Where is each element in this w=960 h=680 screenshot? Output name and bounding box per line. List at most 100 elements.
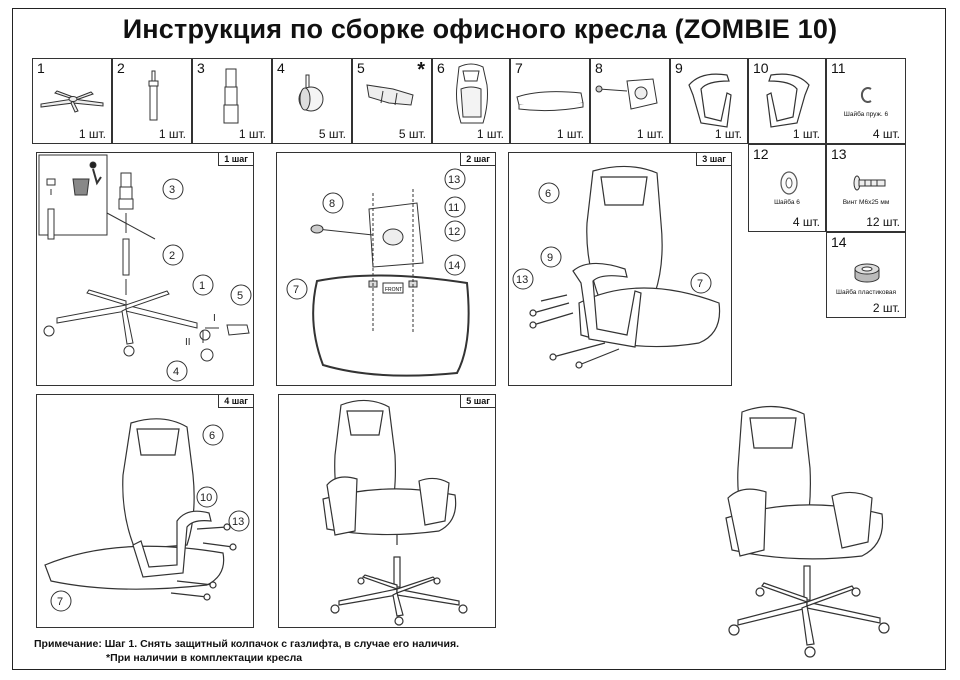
notes: Примечание: Шаг 1. Снять защитный колпач… (34, 638, 460, 664)
armrest-left-icon (688, 73, 732, 128)
part-label: Шайба пруж. 6 (843, 111, 889, 118)
callout-5: 5 (237, 290, 243, 302)
part-number: 11 (831, 60, 846, 76)
callout-13: 13 (516, 274, 528, 286)
callout-1: 1 (199, 280, 205, 292)
part-cell-3: 3 1 шт. (192, 58, 272, 144)
gas-lift-icon (148, 70, 159, 121)
part-number: 3 (197, 60, 205, 76)
part-number: 4 (277, 60, 285, 76)
step-3-illustration: 6 9 13 7 (512, 165, 721, 369)
part-cell-2: 2 1 шт. (112, 58, 192, 144)
callout-7: 7 (697, 278, 703, 290)
step-2-panel: 2 шаг FRONT 13 8 11 12 14 7 (276, 152, 496, 386)
chair-base-icon (40, 90, 104, 113)
part-number: 12 (753, 146, 769, 162)
part-cell-5: 5 * 5 шт. (352, 58, 432, 144)
part-qty: 12 шт. (866, 215, 900, 229)
step-tag: 1 шаг (218, 152, 254, 166)
step-tag: 2 шаг (460, 152, 496, 166)
part-cell-10: 10 1 шт. (748, 58, 826, 144)
callout-12: 12 (448, 226, 460, 238)
assembled-chair-illustration (725, 405, 890, 658)
part-number: 6 (437, 60, 445, 76)
part-label: Шайба пластиковая (835, 289, 897, 296)
part-number: 2 (117, 60, 125, 76)
callout-8: 8 (329, 198, 335, 210)
cap-icon (46, 178, 56, 186)
part-cell-4: 4 5 шт. (272, 58, 352, 144)
telescopic-cover-icon (223, 68, 239, 124)
part-number: 7 (515, 60, 523, 76)
note-line-1: Примечание: Шаг 1. Снять защитный колпач… (34, 638, 460, 650)
step-1-panel: 1 шаг (36, 152, 254, 386)
part-cell-9: 9 1 шт. (670, 58, 748, 144)
part-cell-8: 8 1 шт. (590, 58, 670, 144)
part-qty: 1 шт. (792, 127, 820, 141)
washer-icon (780, 171, 798, 195)
part-number: 8 (595, 60, 603, 76)
step-tag: 3 шаг (696, 152, 732, 166)
callout-9: 9 (547, 252, 553, 264)
step-5-panel: 5 шаг (278, 394, 496, 628)
step-tag: 5 шаг (460, 394, 496, 408)
step-2-illustration: FRONT 13 8 11 12 14 7 (286, 168, 470, 377)
part-qty: 4 шт. (792, 215, 820, 229)
callout-3: 3 (169, 184, 175, 196)
part-number: 5 (357, 60, 365, 76)
part-qty: 5 шт. (318, 127, 346, 141)
part-number: 1 (37, 60, 45, 76)
part-cell-12: 12 Шайба 6 4 шт. (748, 144, 826, 232)
part-qty: 1 шт. (476, 127, 504, 141)
part-number: 13 (831, 146, 847, 162)
page-frame (12, 8, 946, 670)
part-cell-7: 7 1 шт. (510, 58, 590, 144)
callout-11: 11 (448, 202, 459, 214)
part-label: Винт М6х25 мм (842, 199, 890, 206)
callout-13: 13 (448, 174, 460, 186)
armrest-right-icon (766, 73, 810, 128)
callout-6: 6 (209, 430, 215, 442)
callout-4: 4 (173, 366, 179, 378)
part-qty: 1 шт. (158, 127, 186, 141)
part-qty: 1 шт. (78, 127, 106, 141)
callout-10: 10 (200, 492, 212, 504)
arrow-label-I: I (213, 313, 216, 324)
backrest-icon (456, 63, 488, 124)
mechanism-icon (595, 78, 658, 110)
step-4-panel: 4 шаг 6 10 13 7 (36, 394, 254, 628)
step-1-illustration: 3 2 1 5 4 I II (38, 154, 252, 382)
callout-13: 13 (232, 516, 244, 528)
part-cell-14: 14 Шайба пластиковая 2 шт. (826, 232, 906, 318)
screw-icon (853, 175, 886, 191)
part-cell-1: 1 1 шт. (32, 58, 112, 144)
part-number: 10 (753, 60, 769, 76)
arrow-label-II: II (185, 337, 191, 348)
part-qty: 1 шт. (238, 127, 266, 141)
callout-2: 2 (169, 250, 175, 262)
spring-washer-icon (860, 87, 872, 103)
part-qty: 1 шт. (556, 127, 584, 141)
part-qty: 4 шт. (872, 127, 900, 141)
base-cover-icon (366, 84, 414, 106)
assembled-chair (712, 398, 902, 668)
part-number: 9 (675, 60, 683, 76)
page-title: Инструкция по сборке офисного кресла (ZO… (122, 14, 838, 44)
caster-wheel-icon (298, 74, 324, 112)
callout-14: 14 (448, 260, 460, 272)
step-5-illustration (322, 399, 468, 626)
callout-7: 7 (57, 596, 63, 608)
seat-icon (516, 91, 584, 112)
part-qty: 2 шт. (872, 301, 900, 315)
callout-7: 7 (293, 284, 299, 296)
part-cell-13: 13 Винт М6х25 мм 12 шт. (826, 144, 906, 232)
part-label: Шайба 6 (774, 199, 800, 206)
part-cell-11: 11 Шайба пруж. 6 4 шт. (826, 58, 906, 144)
part-qty: 1 шт. (636, 127, 664, 141)
part-qty: 5 шт. (398, 127, 426, 141)
note-line-2: *При наличии в комплектации кресла (106, 652, 303, 664)
callout-6: 6 (545, 188, 551, 200)
plastic-washer-icon (854, 263, 880, 283)
trash-bin-icon (72, 178, 90, 196)
part-number: 14 (831, 234, 847, 250)
